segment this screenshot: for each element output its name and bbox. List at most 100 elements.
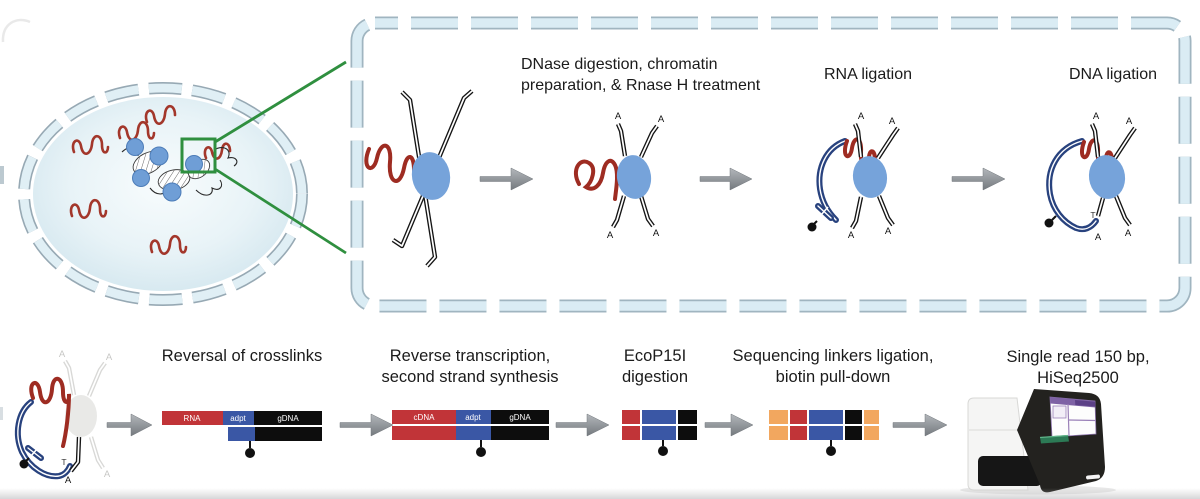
biotin-dot xyxy=(658,446,668,456)
a-overhang-label-faded: A xyxy=(59,349,66,360)
edge-artifact-arc xyxy=(1,18,31,43)
sequencer-tray xyxy=(978,456,1042,486)
biotin-stem xyxy=(1051,215,1057,221)
dna-arm-gap xyxy=(854,123,862,158)
edge-artifact-dash xyxy=(0,166,4,184)
dna-arm-gap xyxy=(851,196,862,229)
protein-circle xyxy=(185,155,203,173)
bar-cdna-segment xyxy=(392,410,456,424)
rna-squiggle xyxy=(144,104,177,125)
bar-group-ecop15i xyxy=(622,410,697,456)
rt-label-line1: Reverse transcription, xyxy=(390,347,550,365)
bar-cdna-segment xyxy=(622,426,640,440)
cell-nucleus xyxy=(18,82,308,306)
linkers-label-line1: Sequencing linkers ligation, xyxy=(733,347,934,365)
bar-label-gdna: gDNA xyxy=(509,413,531,422)
bar-adapter-segment xyxy=(809,426,843,440)
magnifier-line-lower xyxy=(214,167,347,255)
dna-arm-gap xyxy=(1115,195,1131,226)
rna-squiggle xyxy=(117,120,156,141)
sequencing-label-line2: HiSeq2500 xyxy=(1037,369,1119,387)
a-overhang-label: A xyxy=(1125,228,1132,239)
dna-thread xyxy=(195,179,223,196)
biotin-dot xyxy=(807,222,817,232)
reversal-label: Reversal of crosslinks xyxy=(162,347,322,365)
step1-label-line2: preparation, & Rnase H treatment xyxy=(521,77,761,94)
bar-label-cdna: cDNA xyxy=(414,413,436,422)
a-overhang-label-faded: A xyxy=(104,469,111,480)
dna-arm-ligated-gap xyxy=(1097,197,1104,217)
a-overhang-label: A xyxy=(885,226,892,237)
ta-junction-t-label: T xyxy=(1090,210,1095,220)
arrow-step3 xyxy=(951,167,1006,191)
bar-adapter-segment xyxy=(223,411,254,425)
rna-squiggle xyxy=(203,142,232,160)
protein-blob xyxy=(1088,155,1126,199)
bar-linker-segment xyxy=(864,410,879,424)
bar-label-gdna: gDNA xyxy=(277,414,299,423)
bar-gdna-segment xyxy=(255,427,322,441)
a-overhang-label: A xyxy=(1093,111,1100,122)
dna-arm-gap xyxy=(1091,123,1099,158)
complex-crosslinked xyxy=(364,89,474,268)
complex-released: A A A T A xyxy=(14,349,113,486)
biotin-dot xyxy=(245,448,255,458)
chromatin-fibre xyxy=(121,138,238,202)
dna-arm-faded-gap xyxy=(88,362,106,397)
dna-arm-gap xyxy=(1114,127,1136,159)
bar-linker-segment xyxy=(864,426,879,440)
bar-adapter-segment xyxy=(809,410,843,424)
linker-nick xyxy=(820,206,829,216)
bar-label-adapter: adpt xyxy=(230,414,246,423)
dna-arm-gap xyxy=(877,127,899,159)
protein-blob xyxy=(852,156,888,198)
protein-blob xyxy=(616,155,652,199)
rt-label-line2: second strand synthesis xyxy=(381,368,558,386)
bar-gdna-segment xyxy=(254,411,322,425)
edge-artifact-dash xyxy=(0,407,3,420)
bar-cdna-segment xyxy=(790,410,807,424)
linkers-label-line2: biotin pull-down xyxy=(776,368,891,386)
linker-nick xyxy=(30,448,38,457)
arrow-step1 xyxy=(479,167,534,191)
dna-arm-faded-gap xyxy=(90,436,104,469)
ecop15i-label-line1: EcoP15I xyxy=(624,347,686,365)
sequencer-status-led-highlight xyxy=(1039,434,1069,439)
arrow-step2 xyxy=(699,167,753,191)
bar-adapter-segment xyxy=(456,426,491,440)
bar-adapter-segment xyxy=(456,410,491,424)
protein-circle xyxy=(149,146,169,166)
biotin-dot xyxy=(19,459,29,469)
linker-strand-gap xyxy=(17,401,71,477)
step1-label-line1: DNase digestion, chromatin xyxy=(521,56,718,73)
figure-bottom-shadow xyxy=(0,488,1200,499)
bar-gdna-segment xyxy=(678,426,697,440)
screen-pane-divider-h xyxy=(1068,419,1097,422)
protein-circle xyxy=(132,169,150,187)
dna-arm-ligated-gap xyxy=(70,436,80,472)
biotin-dot xyxy=(1044,218,1054,228)
protein-circle xyxy=(162,182,182,202)
bar-label-rna: RNA xyxy=(184,414,202,423)
panel-dash-outline xyxy=(350,16,1192,313)
bar-gdna-segment xyxy=(491,410,549,424)
bar-linker-segment xyxy=(769,410,788,424)
protein-circle xyxy=(126,138,144,156)
arrow-bottom-1 xyxy=(106,413,153,437)
nuclear-envelope-dashes xyxy=(19,83,307,305)
linker-strand-gap xyxy=(818,140,846,221)
a-overhang-label: A xyxy=(653,228,660,239)
biotin-dot xyxy=(476,447,486,457)
magnifier-box xyxy=(180,137,217,174)
dna-thread xyxy=(213,147,238,167)
a-overhang-label-faded: A xyxy=(106,352,113,363)
bar-adapter-segment xyxy=(642,426,676,440)
a-overhang-label: A xyxy=(848,230,855,241)
dna-arm-faded-gap xyxy=(64,360,75,396)
screen-header-accent xyxy=(1075,400,1096,407)
screen-pane xyxy=(1052,405,1067,419)
ta-junction-a-label: A xyxy=(1095,232,1102,243)
a-overhang-label: A xyxy=(615,111,622,122)
